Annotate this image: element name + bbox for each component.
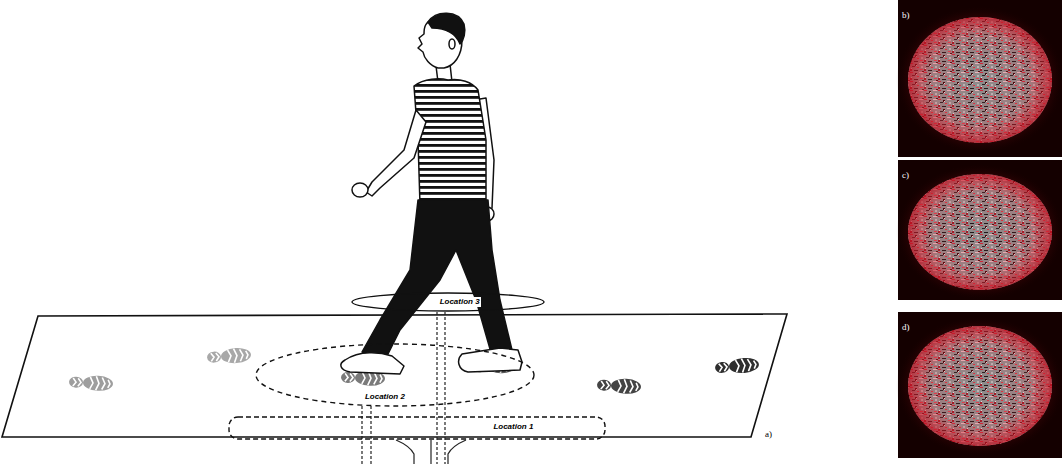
- panel-letter-holder: a): [765, 423, 772, 441]
- zone-outline: [228, 416, 606, 440]
- speckle-panel: [896, 312, 1062, 458]
- panel-letter-holder: d): [902, 316, 910, 334]
- location-label: Location 3: [439, 297, 481, 307]
- zone-outline: [256, 344, 534, 406]
- zone-outline: [352, 293, 544, 311]
- speckle-panel: [896, 0, 1062, 157]
- speckle-panel: [896, 160, 1062, 300]
- location-label: Location 2: [364, 392, 406, 402]
- location-zone: Location 3: [351, 292, 545, 312]
- panel-letter-holder: b): [902, 4, 910, 22]
- panel-letter: c): [902, 170, 909, 180]
- location-zone: Location 1: [228, 416, 606, 440]
- zone-outline: [229, 417, 605, 439]
- walking-man: [341, 13, 522, 374]
- footprints: [69, 347, 760, 395]
- panel-letter-holder: c): [902, 164, 909, 182]
- location-zone: Location 2: [255, 343, 535, 407]
- panel-letter: d): [902, 322, 910, 332]
- panel-letter: b): [902, 10, 910, 20]
- location-label: Location 1: [492, 422, 534, 432]
- panel-letter: a): [765, 429, 772, 439]
